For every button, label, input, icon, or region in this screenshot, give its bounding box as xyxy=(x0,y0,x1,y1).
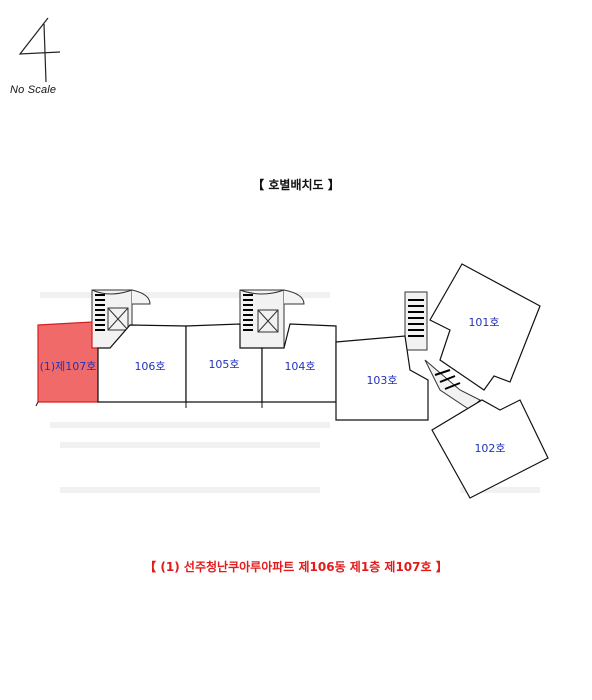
unit-label-103: 103호 xyxy=(366,374,397,387)
floor-plan: (1)제107호 106호 105호 104호 103호 101호 102호 xyxy=(35,263,549,499)
unit-label-101: 101호 xyxy=(468,316,499,329)
unit-label-106: 106호 xyxy=(134,360,165,373)
page-title: 【 호별배치도 】 xyxy=(252,178,340,192)
no-scale-label: No Scale xyxy=(10,84,57,96)
unit-label-104: 104호 xyxy=(284,360,315,373)
unit-label-107: (1)제107호 xyxy=(40,360,97,373)
stair-core-left xyxy=(91,289,151,349)
unit-label-102: 102호 xyxy=(474,442,505,455)
north-arrow-icon xyxy=(18,17,61,83)
unit-label-105: 105호 xyxy=(208,358,239,371)
selected-unit-caption: 【 (1) 선주청난쿠아루아파트 제106동 제1층 제107호 】 xyxy=(144,560,448,574)
unit-102-area[interactable] xyxy=(431,399,549,499)
stair-core-right xyxy=(404,291,481,411)
wall-detail-lines xyxy=(35,401,337,420)
unit-101-area[interactable] xyxy=(429,263,541,391)
